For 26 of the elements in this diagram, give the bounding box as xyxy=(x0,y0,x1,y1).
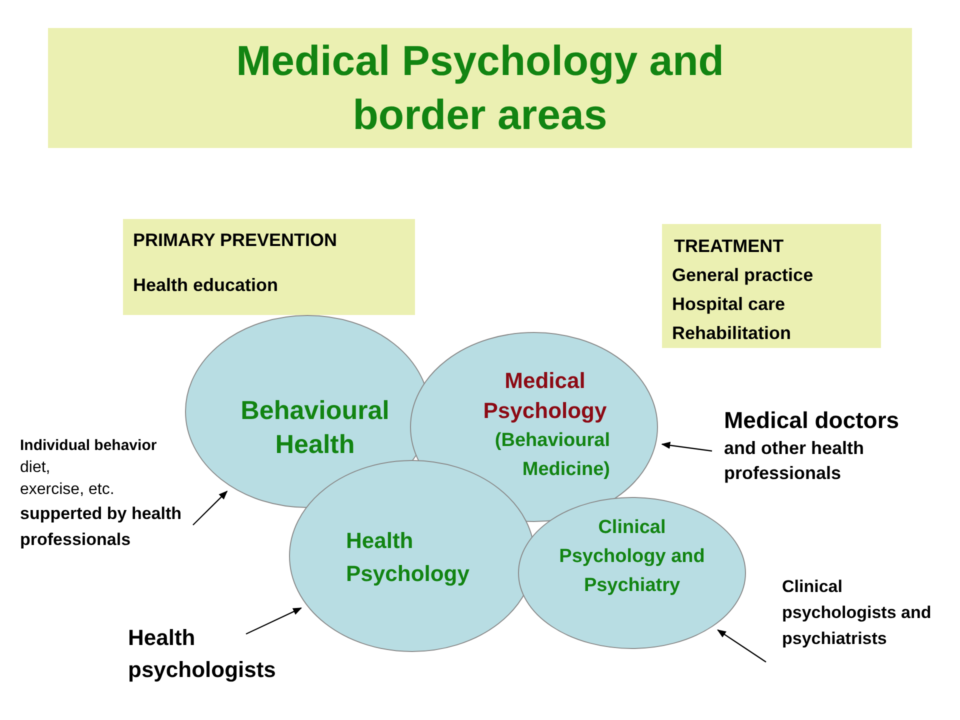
box-item: Rehabilitation xyxy=(672,322,792,345)
box-item: Hospital care xyxy=(672,293,786,316)
box-heading: TREATMENT xyxy=(674,235,785,258)
box-item: Health education xyxy=(133,274,280,296)
ellipse-label: (Behavioural Medicine) xyxy=(494,429,611,482)
box-item: General practice xyxy=(672,264,814,287)
annotation-text: diet, xyxy=(20,458,52,478)
leader-arrow xyxy=(246,608,302,635)
ellipse-label: Behavioural Health xyxy=(240,394,390,461)
ellipse-label: Health Psychology xyxy=(346,527,470,588)
annotation-text: Individual behavior xyxy=(20,436,158,456)
treatment-box xyxy=(662,224,881,348)
ellipse-label: Medical Psychology xyxy=(482,367,608,425)
leader-arrow xyxy=(192,490,228,526)
box-heading: PRIMARY PREVENTION xyxy=(133,229,338,252)
ellipse-label: Clinical Psychology and Psychiatry xyxy=(558,516,706,598)
annotation-text: supperted by health professionals xyxy=(20,503,183,551)
annotation-text: and other health professionals xyxy=(724,437,866,485)
leader-arrow xyxy=(717,629,766,662)
annotation-text: Medical doctors xyxy=(724,406,900,435)
prevention-box xyxy=(123,219,415,315)
annotation-text: Health psychologists xyxy=(128,624,277,684)
annotation-text: Clinical psychologists and psychiatrists xyxy=(782,576,932,650)
leader-arrow xyxy=(661,442,712,452)
annotation-text: exercise, etc. xyxy=(20,480,116,500)
title: Medical Psychology and border areas xyxy=(235,36,725,140)
